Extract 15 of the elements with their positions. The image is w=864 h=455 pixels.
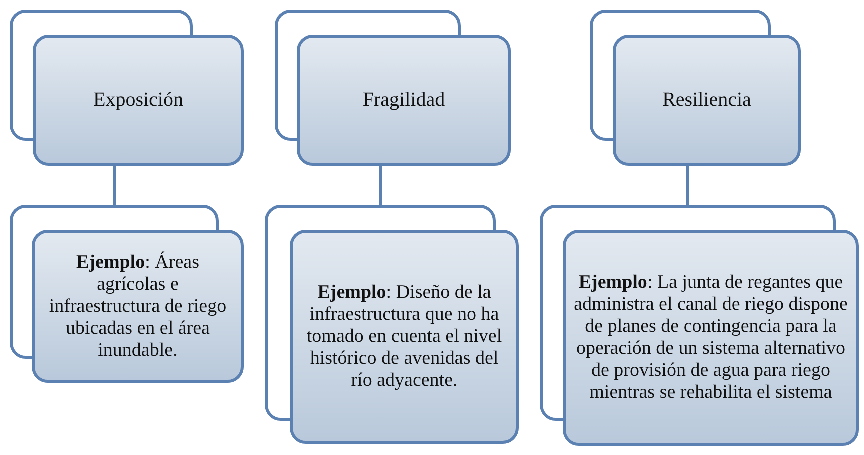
connector-line bbox=[686, 166, 690, 205]
concept-title: Fragilidad bbox=[362, 89, 446, 112]
example-text: Ejemplo: Áreas agrícolas e infraestructura de riego ubicadas en el área inundable. bbox=[48, 252, 228, 362]
stacked-card bbox=[275, 10, 511, 166]
example-text: Ejemplo: La junta de regantes que administra el canal de riego dispone de planes de contingencia para la operación de un sistema alternativo de provisión de agua para riego mientras se rehabilita el sistema bbox=[573, 272, 849, 404]
concept-title: Resiliencia bbox=[662, 89, 752, 112]
connector-line bbox=[113, 166, 116, 205]
connector-line bbox=[379, 166, 382, 205]
stacked-card bbox=[590, 10, 801, 166]
example-text: Ejemplo: Diseño de la infraestructura que no ha tomado en cuenta el nivel histórico de avenidas del río adyacente. bbox=[306, 282, 504, 392]
stacked-card bbox=[10, 205, 244, 383]
stacked-card bbox=[265, 205, 519, 444]
stacked-card bbox=[540, 205, 859, 446]
stacked-card bbox=[10, 10, 244, 166]
concept-title: Exposición bbox=[94, 89, 184, 112]
